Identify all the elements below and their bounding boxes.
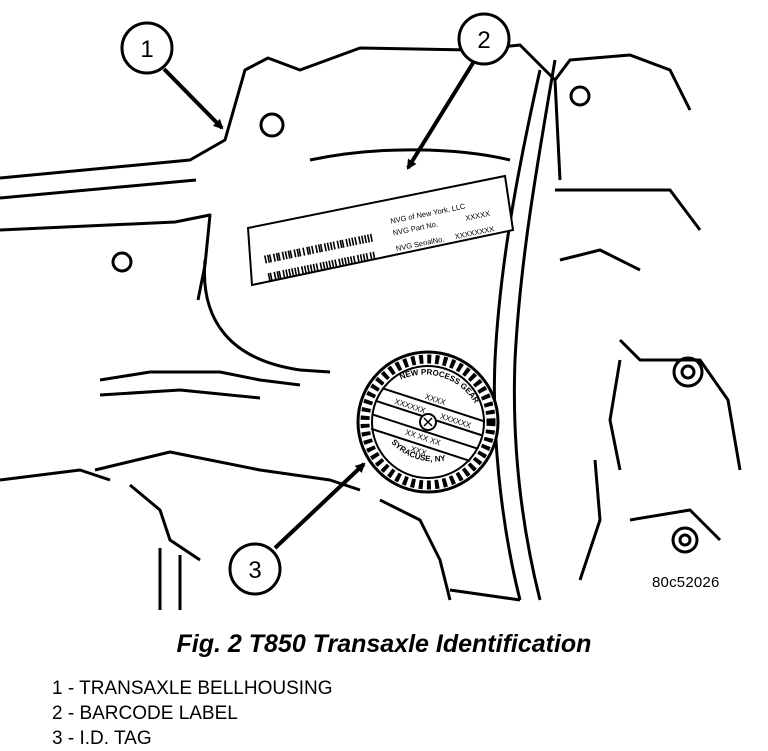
callout-2-arrow [406, 61, 475, 170]
callout-2-number: 2 [477, 27, 490, 54]
legend-item: 3 - I.D. TAG [52, 728, 152, 749]
barcode-bars-bottom [267, 251, 376, 282]
bellhousing-drawing [0, 43, 742, 610]
callout-1-arrow [162, 67, 224, 130]
callout-1-number: 1 [140, 36, 153, 63]
transaxle-illustration: NVG of New York, LLC NVG Part No. XXXXX … [0, 12, 742, 610]
callout-3: 3 [228, 542, 282, 596]
callout-2: 2 [457, 12, 511, 66]
barcode-bars-top [263, 233, 373, 264]
id-tag-graphic: NEW PROCESS GEAR SYRACUSE, NY XXXX XXXXX… [356, 350, 500, 494]
legend-item: 2 - BARCODE LABEL [52, 703, 238, 724]
bolt-holes [111, 85, 704, 554]
callout-arrows [162, 61, 475, 550]
callout-3-arrow [273, 462, 366, 550]
legend-list: 1 - TRANSAXLE BELLHOUSING 2 - BARCODE LA… [52, 676, 333, 751]
figure-code: 80c52026 [652, 574, 720, 591]
callout-1: 1 [120, 21, 174, 75]
callout-3-number: 3 [248, 557, 261, 584]
figure-caption: Fig. 2 T850 Transaxle Identification [176, 630, 592, 658]
legend-item: 1 - TRANSAXLE BELLHOUSING [52, 678, 333, 699]
barcode-label-graphic: NVG of New York, LLC NVG Part No. XXXXX … [246, 174, 515, 287]
